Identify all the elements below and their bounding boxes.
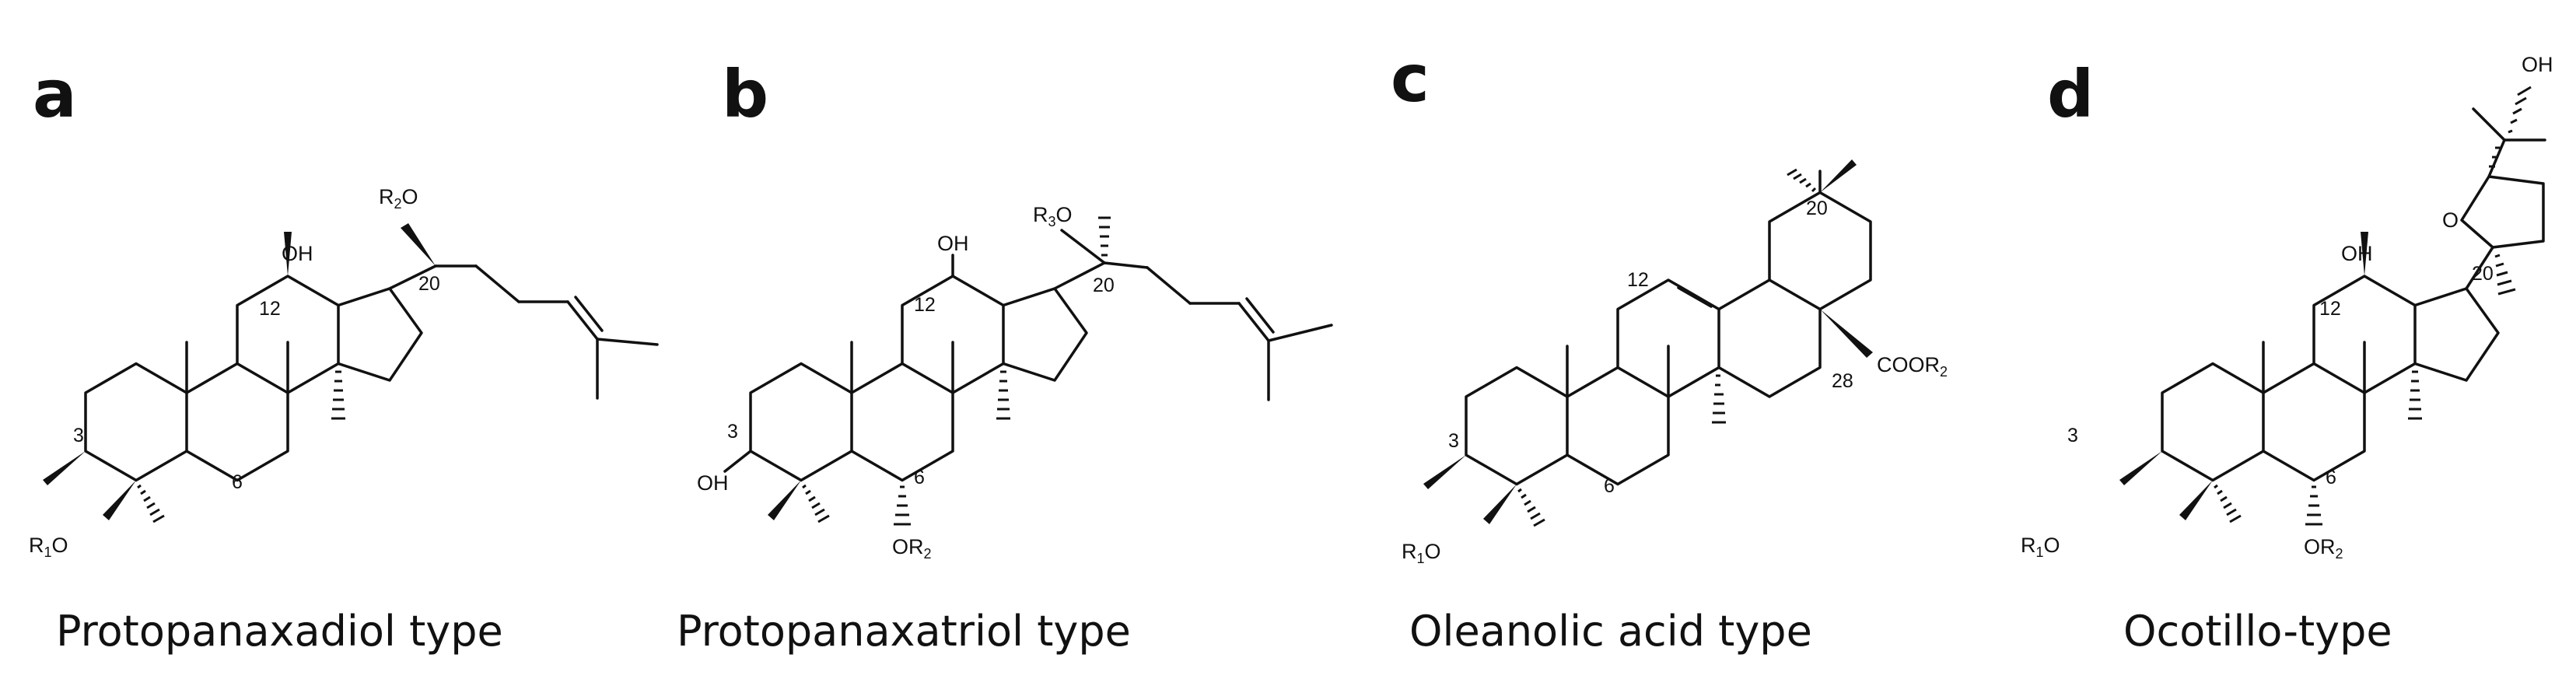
panel-a: a R1O OH R2O 3 6 12 20 Protopanaxadiol t… <box>29 56 659 656</box>
label-c3: 3 <box>1448 430 1459 452</box>
label-c20: 20 <box>418 273 440 295</box>
panel-letter-d: d <box>2047 56 2094 132</box>
panel-letter-c: c <box>1391 40 1430 117</box>
label-oh12: OH <box>937 232 969 255</box>
label-oh-top: OH <box>2522 53 2553 76</box>
label-oh3: OH <box>697 471 729 495</box>
label-oh12: OH <box>2341 242 2373 265</box>
label-coor2: COOR2 <box>1877 353 1948 380</box>
label-c6: 6 <box>232 471 243 493</box>
panel-letter-b: b <box>722 56 768 132</box>
label-r1o: R1O <box>1402 540 1441 566</box>
caption-b: Protopanaxatriol type <box>677 607 1131 656</box>
label-oh12: OH <box>282 242 313 265</box>
label-c12: 12 <box>2319 298 2341 320</box>
caption-a: Protopanaxadiol type <box>56 607 503 656</box>
label-c20: 20 <box>2472 263 2494 285</box>
label-c6: 6 <box>914 467 925 488</box>
label-c20: 20 <box>1806 198 1828 219</box>
label-c12: 12 <box>1627 269 1649 291</box>
label-c20: 20 <box>1093 275 1115 296</box>
label-r3o: R3O <box>1033 203 1073 229</box>
panel-d: d R1O OR2 OH O OH <box>2021 53 2553 656</box>
label-r1o: R1O <box>2021 534 2060 560</box>
caption-d: Ocotillo-type <box>2123 607 2392 656</box>
label-c3: 3 <box>2067 425 2078 446</box>
label-c6: 6 <box>1604 475 1615 497</box>
label-c12: 12 <box>259 298 281 320</box>
panel-c: c R1O COOR2 3 6 12 20 28 Oleanolic acid … <box>1391 40 1948 656</box>
panel-b: b OH OR2 OH R3O 3 6 12 20 Protopa <box>677 56 1333 656</box>
panel-letter-a: a <box>33 56 77 132</box>
label-c3: 3 <box>73 425 84 446</box>
label-c3: 3 <box>727 421 738 443</box>
label-c6: 6 <box>2326 467 2336 488</box>
label-c12: 12 <box>914 294 936 316</box>
label-r2o: R2O <box>379 185 418 212</box>
label-r1o: R1O <box>29 534 68 560</box>
label-or2: OR2 <box>892 535 932 562</box>
caption-c: Oleanolic acid type <box>1409 607 1812 656</box>
label-or2: OR2 <box>2304 535 2343 562</box>
label-c28: 28 <box>1832 370 1853 392</box>
label-ring-o: O <box>2442 208 2459 232</box>
